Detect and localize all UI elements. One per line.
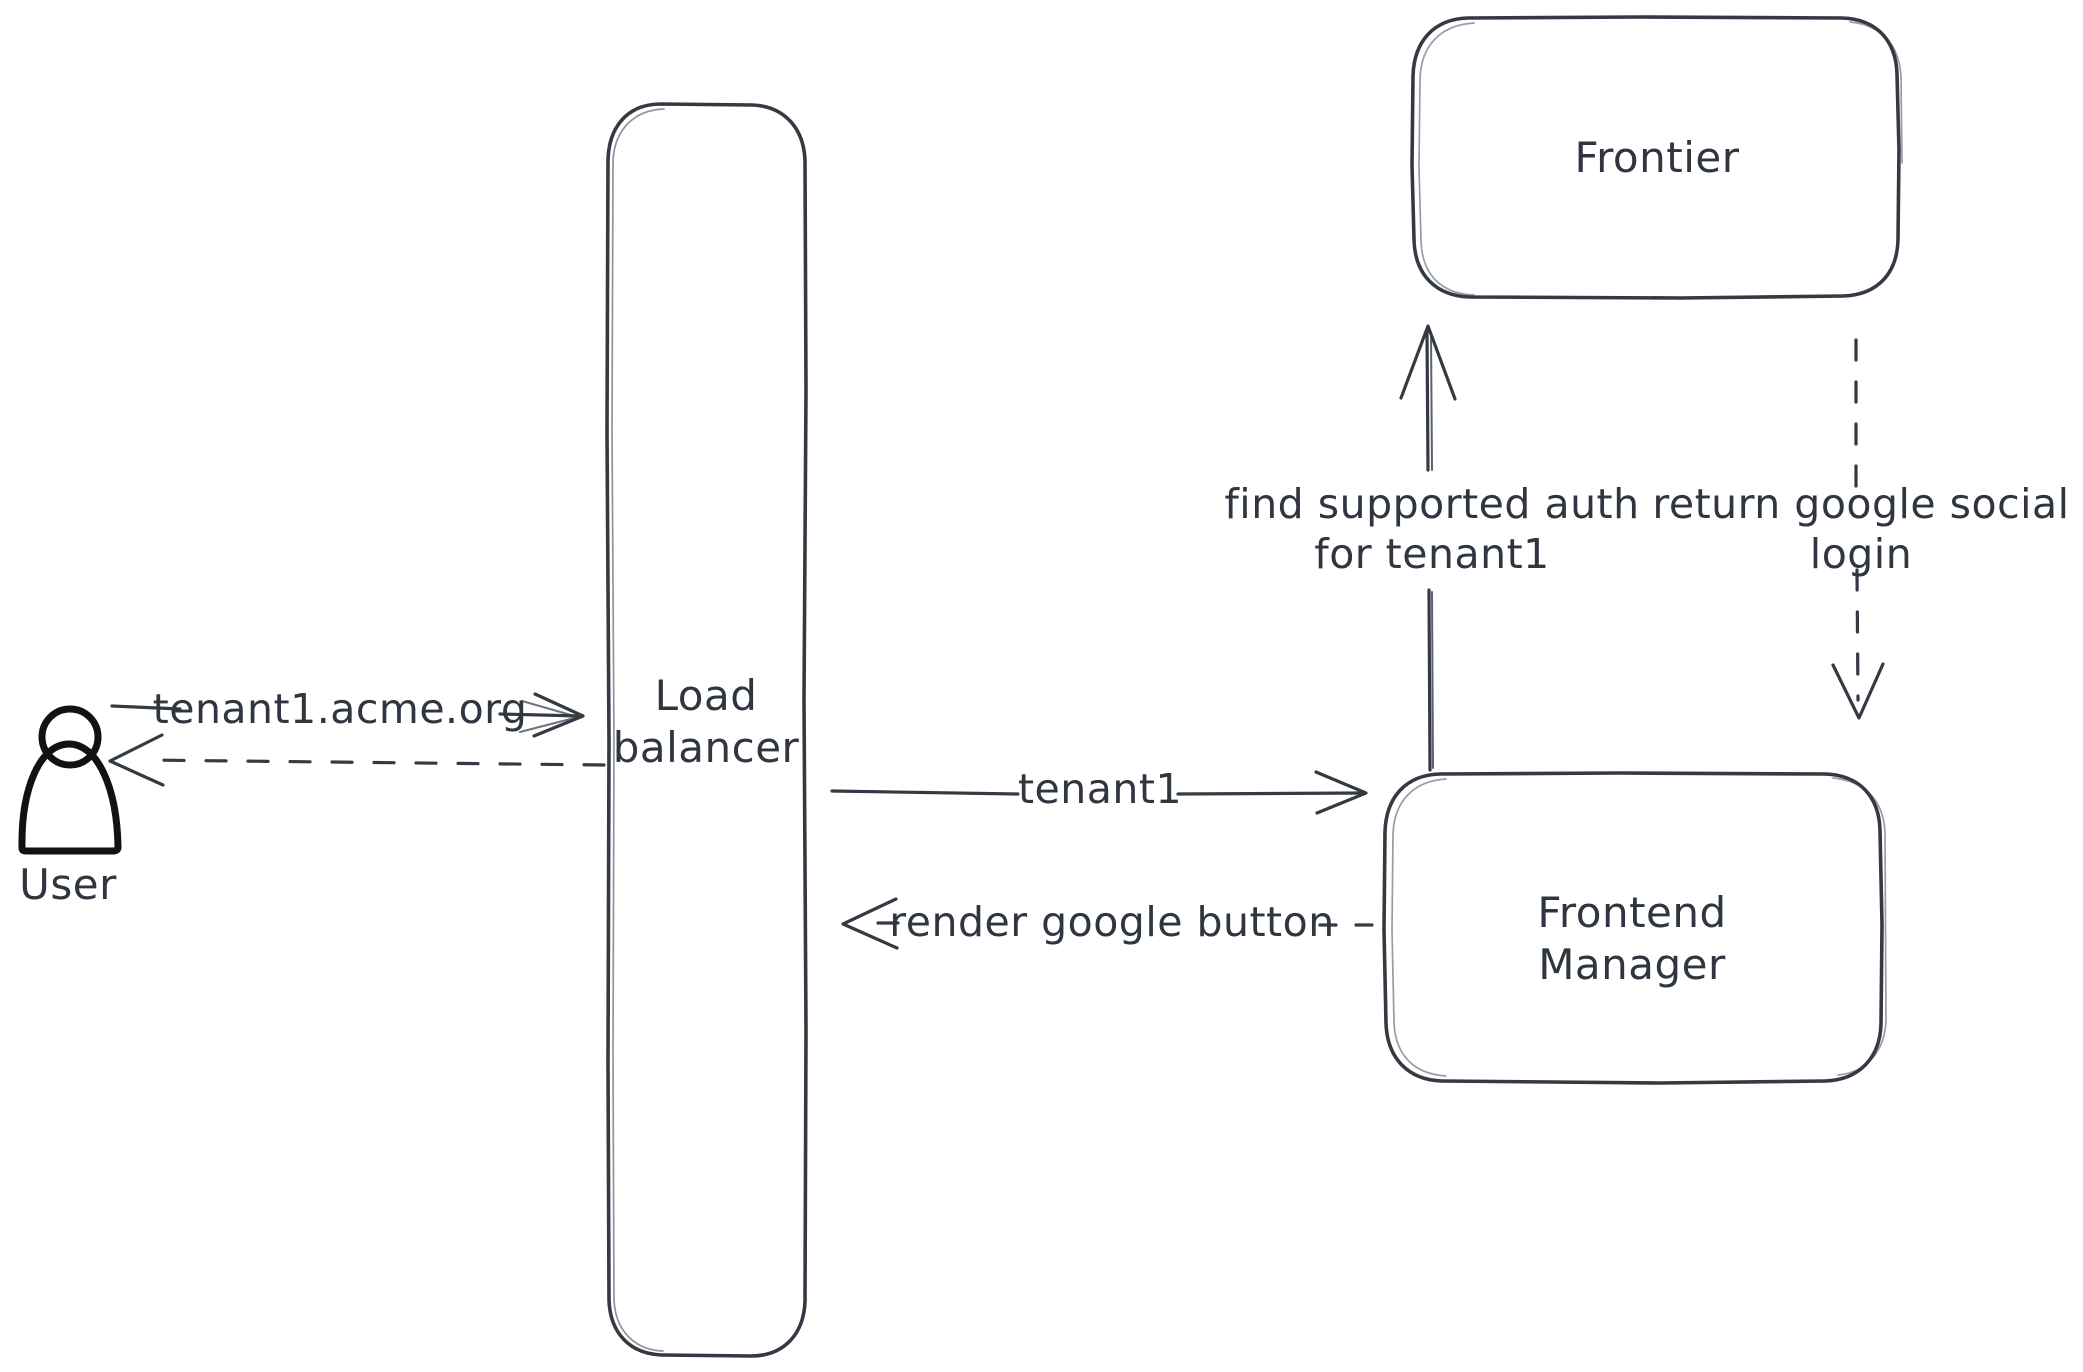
edge-label-tenant1-acme-org: tenant1.acme.org [153, 685, 528, 733]
edge-label-return-google-social-line1: return google social [1652, 480, 2069, 528]
node-load-balancer[interactable]: Load balancer [605, 102, 808, 1358]
user-label: User [19, 860, 117, 909]
edge-label-find-supported-auth-line2: for tenant1 [1314, 530, 1549, 578]
frontier-label: Frontier [1574, 133, 1739, 182]
edge-label-return-google-social-line2: login [1810, 530, 1912, 578]
edge-frontier-to-frontend-manager[interactable]: return google social login [1652, 338, 2069, 720]
edge-label-tenant1: tenant1 [1018, 765, 1182, 813]
frontend-manager-label-line1: Frontend [1537, 888, 1726, 937]
node-frontier[interactable]: Frontier [1410, 15, 1903, 300]
edge-load-balancer-to-frontend-manager[interactable]: tenant1 [830, 765, 1368, 815]
edge-load-balancer-to-user[interactable] [108, 733, 606, 787]
actor-user[interactable]: User [18, 705, 122, 909]
edge-user-to-load-balancer[interactable]: tenant1.acme.org [110, 685, 585, 738]
load-balancer-label-line2: balancer [613, 723, 800, 772]
edge-label-render-google-button: render google button [889, 898, 1334, 946]
frontend-manager-label-line2: Manager [1538, 940, 1726, 989]
edge-frontend-manager-to-load-balancer[interactable]: render google button [841, 897, 1374, 950]
load-balancer-label-line1: Load [655, 671, 758, 720]
edge-frontend-manager-to-frontier[interactable]: find supported auth for tenant1 [1224, 324, 1639, 772]
edge-label-find-supported-auth-line1: find supported auth [1224, 480, 1639, 528]
node-frontend-manager[interactable]: Frontend Manager [1382, 771, 1887, 1085]
